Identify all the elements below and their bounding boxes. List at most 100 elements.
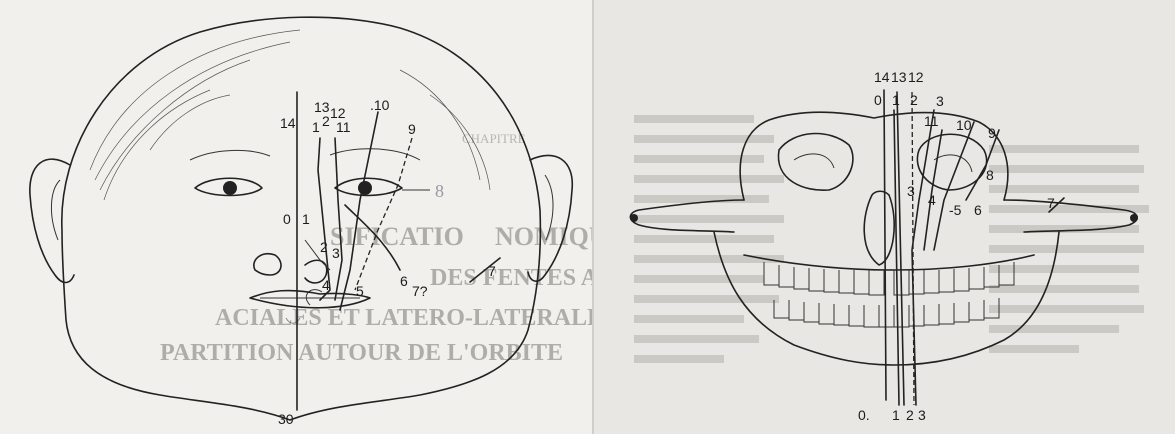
label-0: 0 (283, 211, 291, 227)
left-ear-hole (630, 214, 638, 222)
label-4: 4 (322, 277, 330, 293)
ghost-line (634, 155, 764, 163)
left-orbit-inner (794, 154, 834, 168)
ghost-line (989, 165, 1144, 173)
label-13: 13 (891, 69, 907, 85)
label-14: 14 (280, 115, 296, 131)
label-2: 2 (322, 113, 330, 129)
nasal-aperture (864, 191, 894, 265)
tooth (804, 302, 819, 322)
ghost-line-1b: NOMIQUE (495, 222, 594, 251)
tooth (954, 302, 969, 322)
ghost-line (634, 215, 784, 223)
right-orbit-inner (934, 155, 972, 172)
tooth (779, 265, 794, 287)
label-2: 2 (910, 92, 918, 108)
label-8: 8 (435, 181, 444, 201)
label-bottom-1: 1 (892, 407, 900, 423)
tooth (849, 305, 864, 326)
cleft-line-11 (335, 138, 342, 300)
label-mid-6: 6 (974, 202, 982, 218)
label-1-lower: 1 (302, 211, 310, 227)
ghost-line-2: DES FENTES ATY (430, 265, 594, 291)
label-8: 8 (986, 167, 994, 183)
label-bottom-3: 3 (918, 407, 926, 423)
label-1: 1 (312, 119, 320, 135)
left-eyebrow (190, 150, 270, 160)
right-ear-hole (1130, 214, 1138, 222)
label-bottom-0: 0. (858, 407, 870, 423)
tooth (924, 270, 939, 293)
label-14: 14 (874, 69, 890, 85)
left-pupil (223, 181, 237, 195)
cleft-line-11 (924, 130, 942, 250)
tooth (879, 305, 894, 327)
ghost-line (634, 295, 779, 303)
label-10: .10 (370, 97, 390, 113)
left-ear-inner (51, 180, 60, 240)
label-9: 9 (408, 121, 416, 137)
left-nostril (254, 254, 281, 275)
ghost-line (989, 285, 1139, 293)
label-mid-5: -5 (949, 202, 962, 218)
ghost-line (634, 135, 774, 143)
ghost-line (634, 315, 744, 323)
lower-teeth (774, 298, 999, 327)
label-10: 10 (956, 117, 972, 133)
ghost-line (634, 355, 724, 363)
tooth (924, 304, 939, 325)
tooth (954, 268, 969, 291)
ghost-line-1: SIFICATIO (330, 222, 464, 251)
label-2-lower: 2 (320, 239, 328, 255)
tooth (764, 262, 779, 285)
ghost-line (989, 265, 1139, 273)
tooth (939, 303, 954, 324)
tooth (839, 270, 854, 293)
tooth (969, 300, 984, 320)
label-7q: 7? (412, 283, 428, 299)
skull-diagram-panel: 14 13 12 0 1 2 3 11 10 9 8 3 4 -5 6 7 0.… (594, 0, 1175, 434)
ghost-line (634, 175, 784, 183)
label-7: 7 (488, 263, 496, 279)
ghost-line (989, 325, 1119, 333)
ghost-line (989, 225, 1139, 233)
label-1: 1 (892, 92, 900, 108)
tooth (909, 305, 924, 326)
ghost-line (634, 275, 764, 283)
cleft-line-3 (912, 110, 934, 405)
ghost-text-block (634, 115, 1149, 363)
cleft-line-1 (318, 138, 330, 300)
tooth (869, 270, 884, 295)
face-diagram: CHAPITRE SIFICATIO NOMIQUE DES FENTES AT… (0, 0, 594, 434)
label-5: 5 (356, 283, 364, 299)
tooth (809, 268, 824, 291)
ghost-line (989, 205, 1149, 213)
ghost-line (989, 305, 1144, 313)
hair-stroke (90, 30, 300, 170)
label-11: 11 (924, 113, 939, 129)
midline-14 (884, 90, 886, 400)
tooth (789, 300, 804, 320)
label-6: 6 (400, 273, 408, 289)
label-mid-4: 4 (928, 192, 936, 208)
ghost-line (989, 185, 1139, 193)
tooth (854, 270, 869, 294)
tooth (819, 303, 834, 324)
skull-diagram: 14 13 12 0 1 2 3 11 10 9 8 3 4 -5 6 7 0.… (594, 0, 1175, 434)
ghost-line-4: PARTITION AUTOUR DE L'ORBITE (160, 340, 563, 366)
label-11: 11 (336, 119, 351, 135)
face-diagram-panel: CHAPITRE SIFICATIO NOMIQUE DES FENTES AT… (0, 0, 594, 434)
ghost-line (634, 115, 754, 123)
tooth (834, 304, 849, 325)
ghost-line (989, 245, 1144, 253)
label-bottom-2: 2 (906, 407, 914, 423)
tooth (909, 270, 924, 294)
label-9: 9 (988, 125, 996, 141)
label-3: 3 (332, 245, 340, 261)
label-30: 30 (278, 411, 294, 427)
label-mid-3: 3 (907, 183, 915, 199)
ghost-line (989, 345, 1079, 353)
hair-stroke (104, 90, 210, 200)
tooth (824, 269, 839, 292)
